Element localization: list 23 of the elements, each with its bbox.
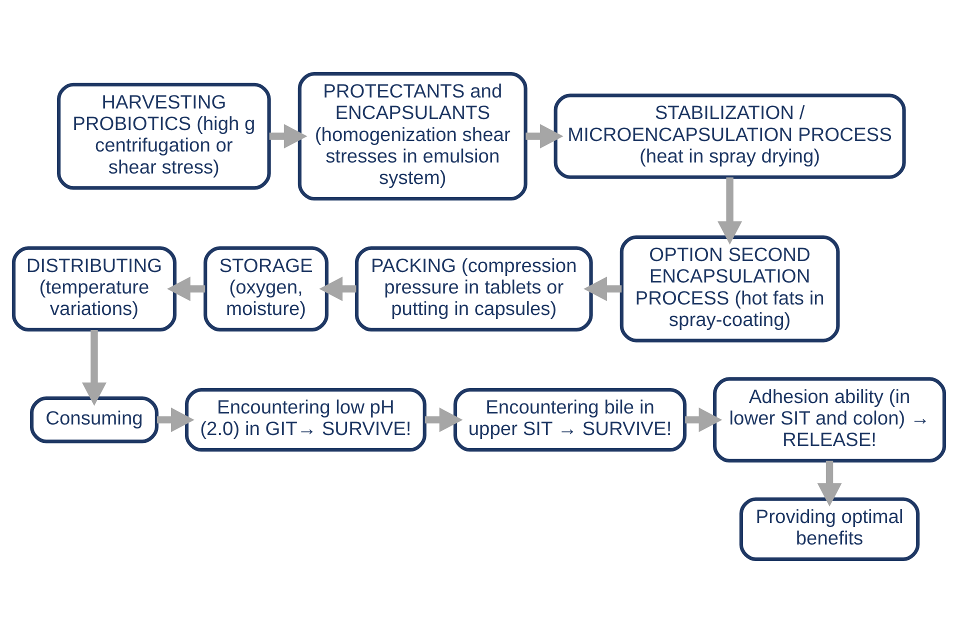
arrow	[319, 276, 356, 301]
arrow	[82, 330, 106, 406]
node-box: Consuming	[30, 396, 159, 443]
arrow	[817, 460, 842, 506]
node-box: DISTRIBUTING (temperature variations)	[12, 246, 177, 332]
node-box: Encountering bile in upper SIT → SURVIVE!	[453, 387, 687, 452]
arrow	[167, 276, 206, 301]
node-box: PACKING (compression pressure in tablets or putting in capsules)	[354, 246, 593, 332]
node-box: STABILIZATION / MICROENCAPSULATION PROCESS (heat in spray drying)	[554, 93, 906, 178]
arrow	[526, 124, 564, 148]
node-box: Adhesion ability (in lower SIT and colon) → RELEASE!	[712, 376, 946, 462]
node-box: Encountering low pH (2.0) in GIT→ SURVIVE!	[184, 387, 426, 452]
node-box: PROTECTANTS and ENCAPSULANTS (homogenization shear stresses in emulsion system)	[298, 72, 528, 200]
node-box: HARVESTING PROBIOTICS (high g centrifugation or shear stress)	[56, 82, 271, 190]
node-box: STORAGE (oxygen, moisture)	[204, 246, 329, 332]
node-box: Providing optimal benefits	[739, 496, 920, 560]
arrow	[685, 407, 722, 432]
arrow	[157, 407, 194, 432]
node-box: OPTION SECOND ENCAPSULATION PROCESS (hot fats in spray-coating)	[620, 234, 840, 342]
arrow	[584, 276, 622, 301]
arrow	[424, 407, 463, 432]
arrow	[718, 176, 742, 244]
arrow	[269, 124, 308, 148]
